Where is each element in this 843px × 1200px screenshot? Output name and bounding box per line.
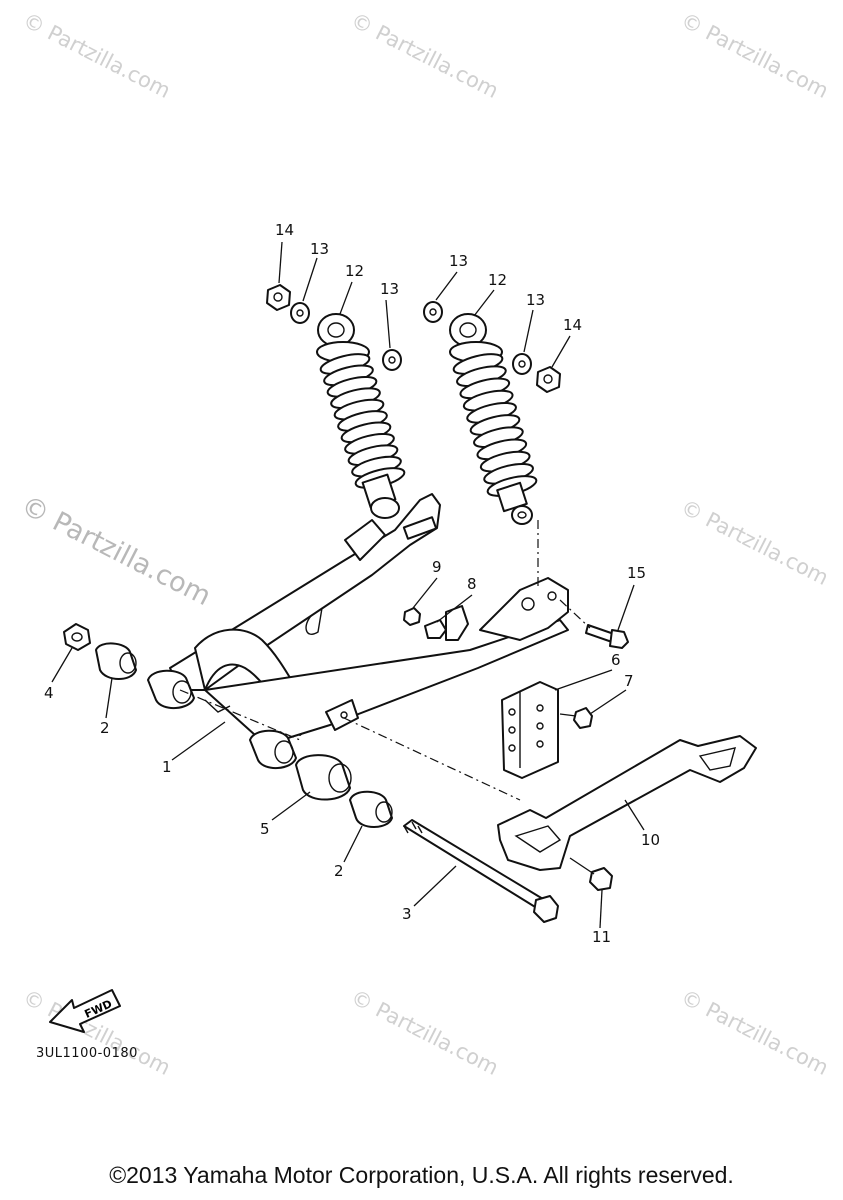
callout-3: 3: [402, 905, 412, 923]
bolt: [573, 707, 593, 729]
callout-11: 11: [592, 928, 611, 946]
rear-shock-absorber-right: [449, 313, 538, 525]
callout-8: 8: [467, 575, 477, 593]
callout-10: 10: [641, 831, 660, 849]
pivot-shaft: [403, 819, 559, 923]
callout-7: 7: [624, 672, 634, 690]
callout-1: 1: [162, 758, 172, 776]
bolt: [589, 867, 613, 891]
callout-12: 12: [345, 262, 364, 280]
callout-numbers: 14 13 12 13 13 12 13 14 9 8 15 6 7 10 11…: [44, 221, 660, 946]
callout-12: 12: [488, 271, 507, 289]
washer: [290, 302, 310, 324]
callout-2: 2: [100, 719, 110, 737]
callout-5: 5: [260, 820, 270, 838]
callout-14: 14: [275, 221, 294, 239]
nut: [266, 284, 291, 311]
washer: [423, 301, 443, 323]
callout-14: 14: [563, 316, 582, 334]
callout-6: 6: [611, 651, 621, 669]
fwd-arrow-icon: FWD: [49, 989, 121, 1033]
washer: [512, 353, 532, 375]
nut: [536, 366, 561, 393]
washer: [382, 349, 402, 371]
callout-13: 13: [310, 240, 329, 258]
callout-13: 13: [526, 291, 545, 309]
copyright-notice: ©2013 Yamaha Motor Corporation, U.S.A. A…: [109, 1162, 734, 1188]
diagram-reference-code: 3UL1100-0180: [36, 1046, 138, 1061]
leader-lines: [51, 241, 645, 929]
callout-2: 2: [334, 862, 344, 880]
collar: [295, 754, 351, 801]
callout-9: 9: [432, 558, 442, 576]
bolt: [585, 624, 629, 649]
bushing: [95, 642, 137, 680]
callout-15: 15: [627, 564, 646, 582]
callout-13: 13: [380, 280, 399, 298]
bracket: [501, 681, 559, 779]
bushing: [349, 790, 393, 828]
rear-shock-absorber-left: [316, 313, 406, 519]
nut: [403, 607, 421, 626]
callout-13: 13: [449, 252, 468, 270]
collar-small: [424, 619, 447, 639]
callout-4: 4: [44, 684, 54, 702]
nut: [63, 623, 91, 651]
